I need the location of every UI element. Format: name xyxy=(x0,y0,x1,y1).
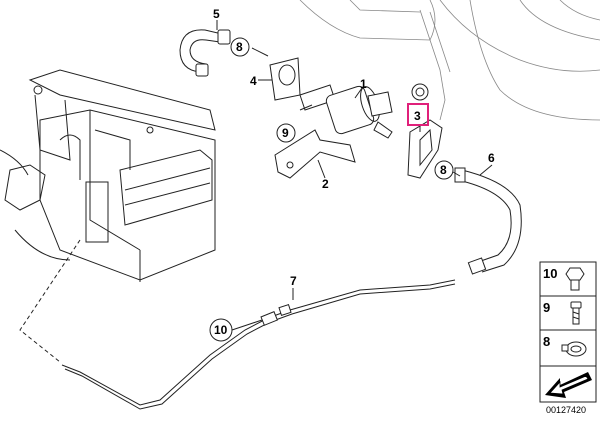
callout-8-top: 8 xyxy=(236,40,243,54)
legend-panel: 10 9 8 00127420 xyxy=(539,261,597,415)
callout-8-mid: 8 xyxy=(440,163,447,177)
callout-8-circle-mid xyxy=(434,160,454,180)
fuel-line xyxy=(61,279,456,410)
callout-4: 4 xyxy=(250,74,257,88)
callout-9: 9 xyxy=(282,126,289,140)
callout-10: 10 xyxy=(214,323,228,337)
callout-8-circle-top xyxy=(230,37,250,57)
heater-unit xyxy=(0,69,216,282)
rubber-mount xyxy=(269,57,301,101)
callout-7: 7 xyxy=(290,274,297,288)
legend-10: 10 xyxy=(543,266,557,281)
nut-icon xyxy=(565,267,585,291)
legend-9: 9 xyxy=(543,300,550,315)
callout-3: 3 xyxy=(414,109,421,123)
callout-6: 6 xyxy=(488,151,495,165)
leader-line xyxy=(19,239,81,363)
callout-2: 2 xyxy=(322,177,329,191)
callout-5: 5 xyxy=(213,7,220,21)
vehicle-body-outline xyxy=(299,0,600,121)
hose xyxy=(454,167,522,275)
screw-icon xyxy=(570,301,582,325)
metering-pump xyxy=(299,84,393,139)
callout-1: 1 xyxy=(360,77,367,91)
arrow-icon xyxy=(545,372,592,398)
hose-short xyxy=(179,29,231,77)
legend-8: 8 xyxy=(543,334,550,349)
callout-9-circle xyxy=(276,123,296,143)
highlight-box xyxy=(407,103,429,126)
callout-leaders xyxy=(216,20,493,331)
callout-10-circle xyxy=(209,318,233,342)
hose-clamp-icon xyxy=(561,341,587,357)
clamp-bracket xyxy=(407,83,443,179)
holder-bracket xyxy=(274,129,356,179)
reference-code: 00127420 xyxy=(546,405,586,415)
